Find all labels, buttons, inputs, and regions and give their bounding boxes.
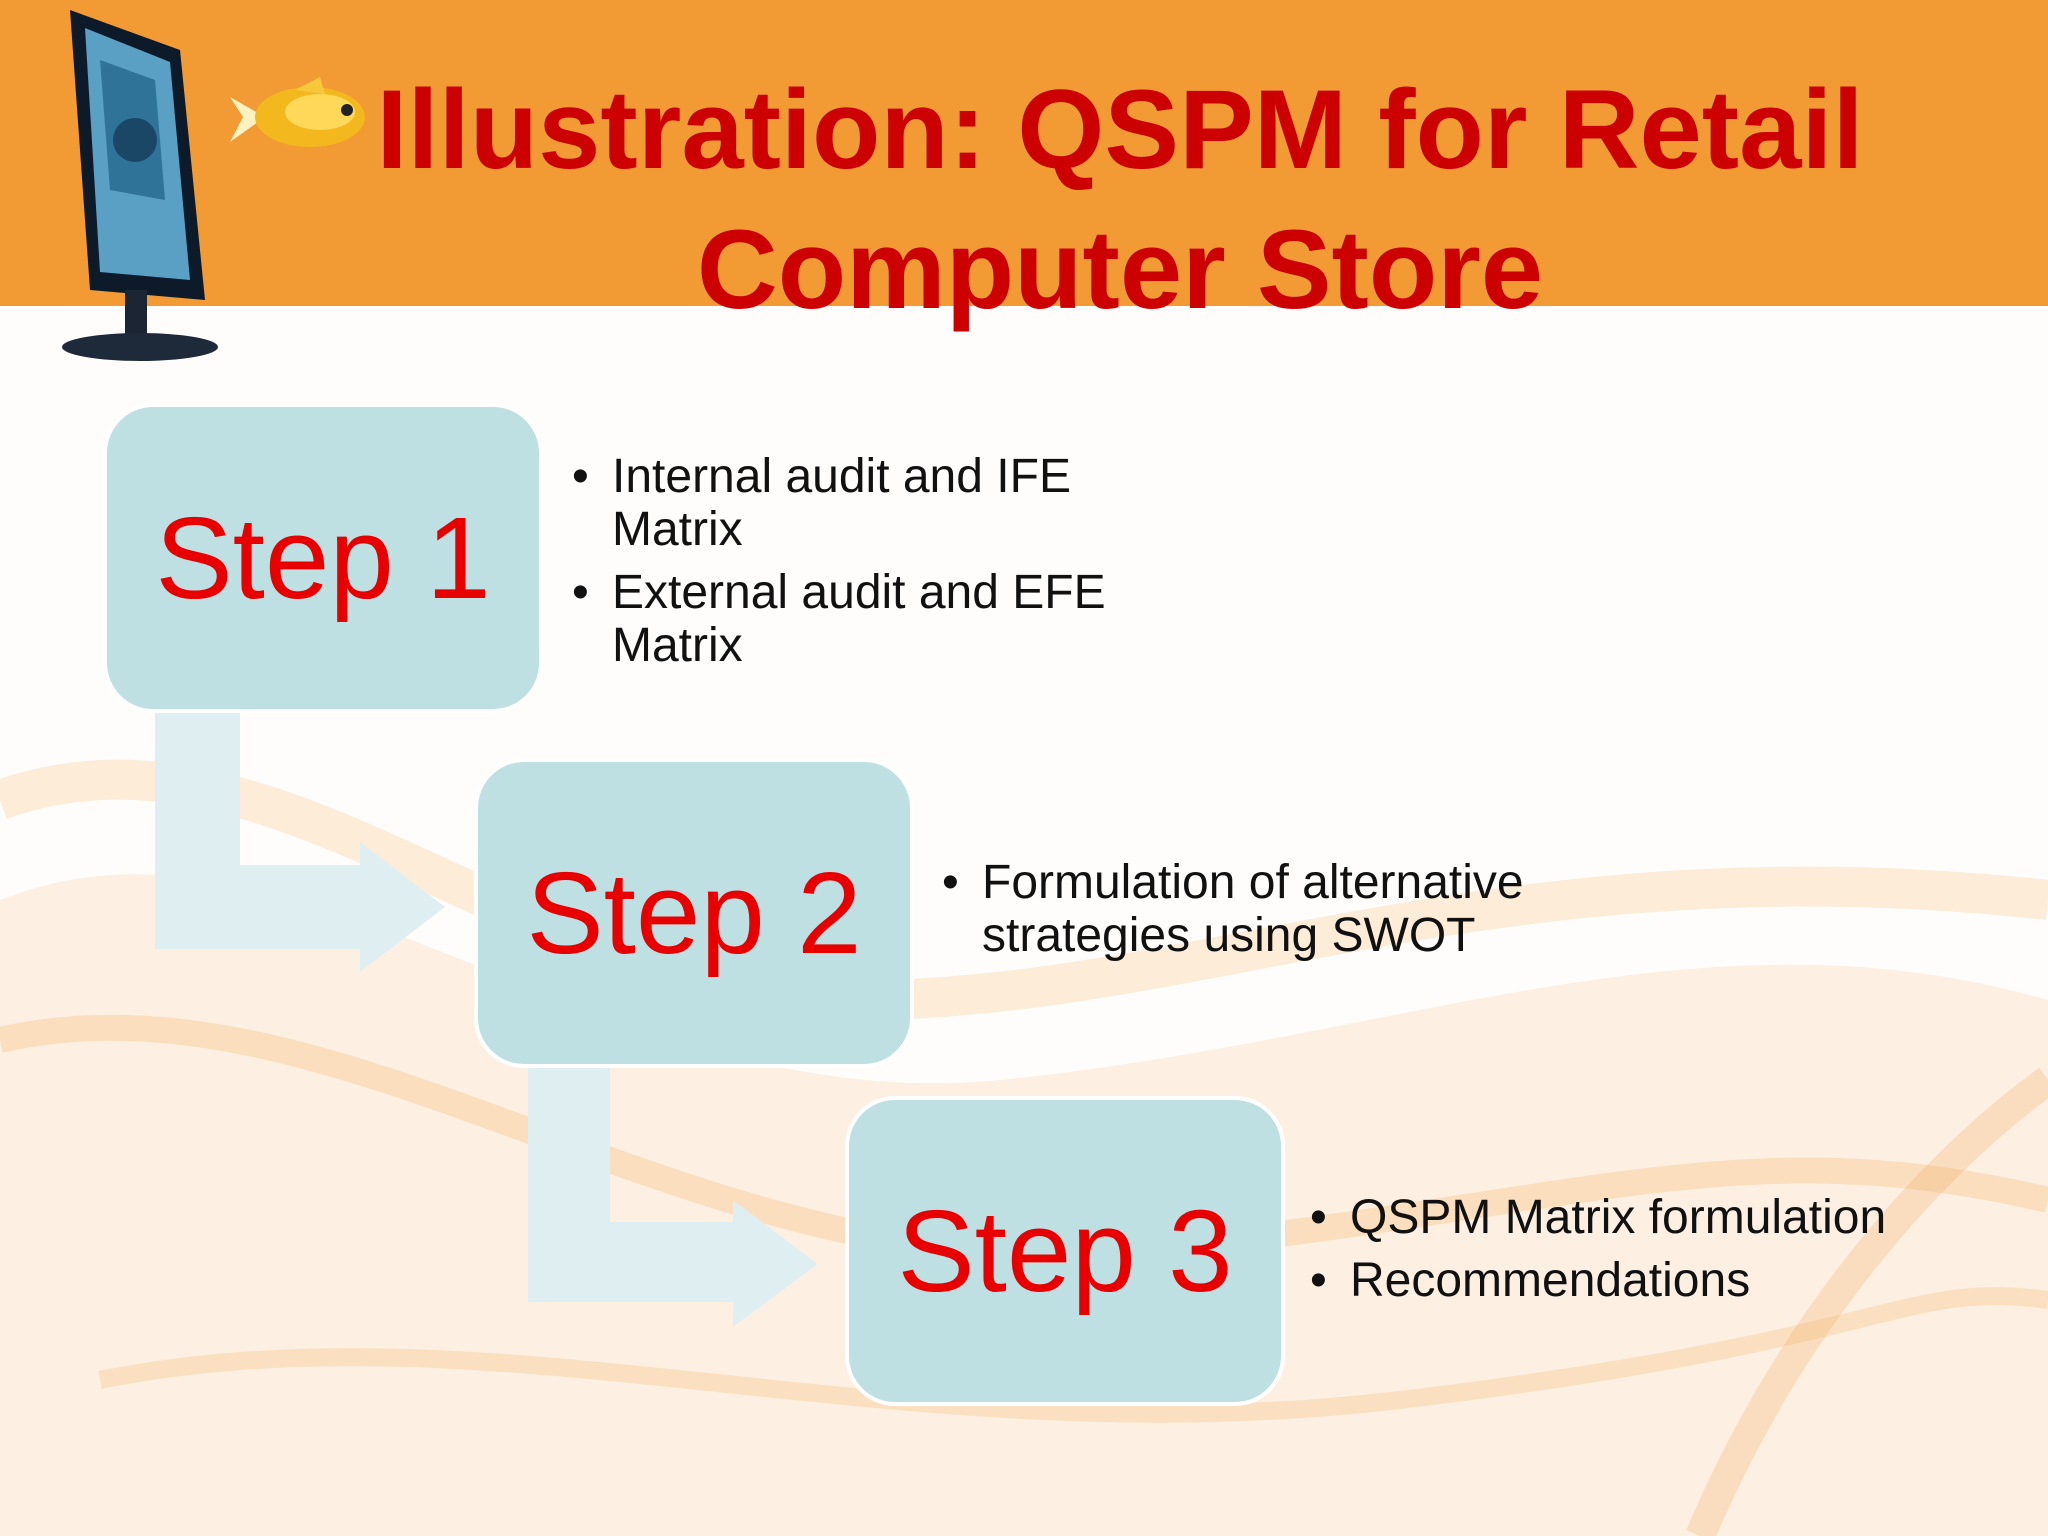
arrow-connector-2-3	[528, 1065, 818, 1327]
title-line-2: Computer Store	[696, 207, 1544, 332]
step-3-bullet-1: QSPM Matrix formulation	[1310, 1191, 2030, 1244]
step-1-bullets: Internal audit and IFE Matrix External a…	[572, 450, 1192, 682]
step-2-label: Step 2	[526, 848, 862, 978]
step-2-box: Step 2	[478, 762, 910, 1064]
step-3-label: Step 3	[897, 1186, 1233, 1316]
step-3-box: Step 3	[849, 1100, 1281, 1402]
step-3-bullets: QSPM Matrix formulation Recommendations	[1310, 1191, 2030, 1317]
monitor-icon	[62, 10, 218, 361]
title-line-1: Illustration: QSPM for Retail	[376, 67, 1864, 192]
step-1-label: Step 1	[155, 493, 491, 623]
step-3-bullet-2: Recommendations	[1310, 1254, 2030, 1307]
header-band	[0, 0, 2048, 306]
step-2-bullets: Formulation of alternative strategies us…	[942, 856, 1602, 972]
step-2-bullet-1: Formulation of alternative strategies us…	[942, 856, 1602, 962]
slide-title: Illustration: QSPM for Retail Computer S…	[330, 60, 1910, 340]
step-1-box: Step 1	[107, 407, 539, 709]
arrow-connector-1-2	[155, 712, 445, 972]
fish-icon	[230, 77, 365, 147]
step-1-bullet-1: Internal audit and IFE Matrix	[572, 450, 1192, 556]
step-1-bullet-2: External audit and EFE Matrix	[572, 566, 1192, 672]
